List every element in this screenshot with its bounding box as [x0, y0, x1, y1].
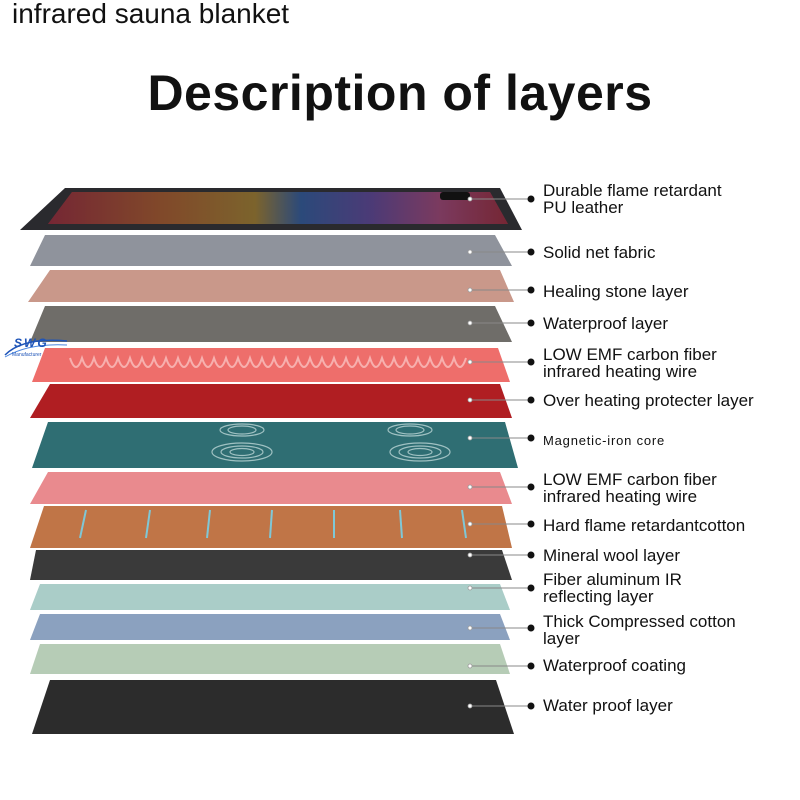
label-compressed-cotton: Thick Compressed cotton layer [543, 612, 736, 648]
label-magnetic-core: Magnetic-iron core [543, 433, 666, 448]
label-water-proof: Water proof layer [543, 696, 673, 715]
layer-waterproof [30, 306, 512, 342]
leather-texture [48, 192, 508, 224]
label-waterproof: Waterproof layer [543, 314, 669, 333]
label-mineral-wool: Mineral wool layer [543, 546, 680, 565]
product-name: infrared sauna blanket [12, 0, 290, 29]
layer-magnetic-core [32, 422, 518, 468]
control-port [440, 192, 470, 200]
label-net-fabric: Solid net fabric [543, 243, 656, 262]
label-hard-cotton: Hard flame retardantcotton [543, 516, 746, 535]
label-healing-stone: Healing stone layer [543, 282, 689, 301]
heating-wire-pattern-1 [69, 354, 467, 368]
layer-waterproof-coating [30, 644, 510, 674]
layer-net-fabric [30, 235, 512, 266]
cotton-threads [79, 509, 467, 539]
magnet-coils [211, 423, 451, 462]
layer-aluminum-reflect [30, 584, 510, 610]
layer-mineral-wool [30, 550, 512, 580]
label-waterproof-coating: Waterproof coating [543, 656, 686, 675]
label-heating-wire-2: LOW EMF carbon fiber infrared heating wi… [543, 470, 717, 506]
label-aluminum-reflect: Fiber aluminum IR reflecting layer [543, 570, 682, 606]
layer-water-proof [32, 680, 514, 734]
leader-dots-start [467, 196, 473, 709]
label-pu-leather: Durable flame retardant PU leather [543, 181, 722, 217]
label-heating-wire-1: LOW EMF carbon fiber infrared heating wi… [543, 345, 717, 381]
logo-text: SWG [14, 336, 49, 350]
layer-heating-wire-2 [30, 472, 512, 504]
leader-lines [470, 198, 530, 707]
layer-compressed-cotton [30, 614, 510, 640]
leader-dots [527, 195, 535, 710]
logo-tagline: Manufacturer [12, 352, 42, 358]
layer-group [20, 188, 522, 734]
label-overheat-protector: Over heating protecter layer [543, 391, 754, 410]
layer-healing-stone [28, 270, 514, 302]
layer-overheat-protector [30, 384, 512, 418]
page-title: Description of layers [147, 65, 653, 121]
led-band [48, 192, 508, 224]
swg-logo [4, 339, 68, 358]
